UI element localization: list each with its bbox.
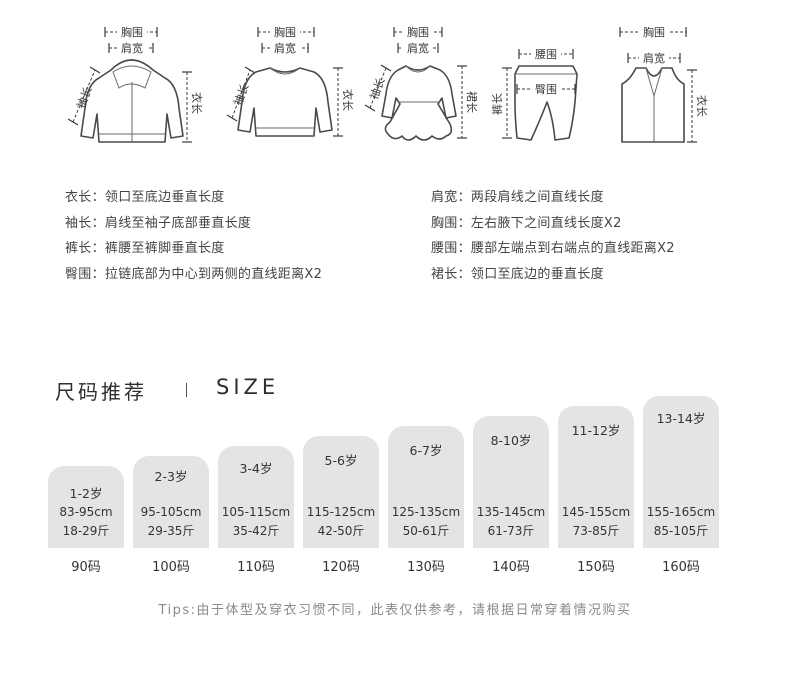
shoulder-label: 肩宽 [274,41,296,55]
hip-label: 臀围 [535,83,557,96]
chest-label: 胸围 [407,25,429,39]
shoulder-label: 肩宽 [643,51,665,65]
length-label: 衣长 [190,92,204,114]
size-age: 5-6岁 [324,453,358,468]
size-code: 160码 [662,560,700,575]
sweater-diagram: 胸围 肩宽 袖长 衣长 [222,18,355,153]
size-card: 2-3岁 95-105cm 29-35斤 [133,456,209,548]
size-weight: 61-73斤 [487,524,535,538]
size-weight: 18-29斤 [62,524,110,538]
size-height: 105-115cm [221,505,291,519]
size-weight: 85-105斤 [653,524,709,538]
size-title-en: SIZE [216,375,280,399]
size-height: 125-135cm [391,505,461,519]
chest-label: 胸围 [643,25,665,39]
shoulder-label: 肩宽 [121,41,143,55]
length-label: 裤长 [490,93,504,115]
definitions-right: 肩宽：两段肩线之间直线长度 胸围：左右腋下之间直线长度X2 腰围：腰部左端点到右… [431,185,675,287]
size-weight: 73-85斤 [572,524,620,538]
title-separator [186,383,187,397]
chest-label: 胸围 [274,25,296,39]
dress-diagram: 胸围 肩宽 袖长 裙长 [362,18,487,153]
size-code: 130码 [407,560,445,575]
definition-item: 袖长：肩线至袖子底部垂直长度 [65,215,252,231]
size-code: 90码 [71,560,101,575]
size-age: 6-7岁 [409,443,443,458]
definitions-left: 衣长：领口至底边垂直长度 袖长：肩线至袖子底部垂直长度 裤长：裤腰至裤脚垂直长度… [65,185,322,287]
size-card: 8-10岁 135-145cm 61-73斤 [473,416,549,548]
size-weight: 42-50斤 [317,524,365,538]
jacket-diagram: 胸围 肩宽 袖长 衣长 [65,18,205,153]
size-weight: 35-42斤 [232,524,280,538]
size-height: 145-155cm [561,505,631,519]
size-age: 1-2岁 [69,486,103,501]
size-code: 120码 [322,560,360,575]
size-height: 83-95cm [59,505,113,519]
vest-diagram: 胸围 肩宽 衣长 [606,18,716,153]
definition-item: 胸围：左右腋下之间直线长度X2 [431,215,622,231]
size-card: 1-2岁 83-95cm 18-29斤 [48,466,124,548]
size-card: 13-14岁 155-165cm 85-105斤 [643,396,719,548]
definition-item: 衣长：领口至底边垂直长度 [65,190,225,205]
waist-label: 腰围 [535,48,557,61]
tips-text: Tips:由于体型及穿衣习惯不同，此表仅供参考，请根据日常穿着情况购买 [158,603,632,618]
length-label: 衣长 [695,95,709,117]
size-card: 3-4岁 105-115cm 35-42斤 [218,446,294,548]
definition-item: 腰围：腰部左端点到右端点的直线距离X2 [431,241,675,256]
definition-item: 裙长：领口至底边的垂直长度 [431,266,604,282]
definition-item: 裤长：裤腰至裤脚垂直长度 [65,241,225,256]
definition-item: 肩宽：两段肩线之间直线长度 [431,190,604,205]
chest-label: 胸围 [121,25,143,39]
size-age: 8-10岁 [490,433,532,448]
size-code: 140码 [492,560,530,575]
size-age: 3-4岁 [239,461,273,476]
length-label: 衣长 [341,89,355,111]
size-weight: 29-35斤 [147,524,195,538]
size-height: 115-125cm [306,505,376,519]
size-card: 6-7岁 125-135cm 50-61斤 [388,426,464,548]
size-code: 100码 [152,560,190,575]
size-age: 13-14岁 [656,411,706,426]
size-age: 2-3岁 [154,469,188,484]
size-title-cn: 尺码推荐 [55,380,147,404]
size-weight: 50-61斤 [402,524,450,538]
pants-diagram: 腰围 臀围 裤长 [490,18,605,153]
size-height: 95-105cm [140,505,202,519]
size-code: 110码 [237,560,275,575]
sleeve-label: 袖长 [367,76,388,101]
length-label: 裙长 [465,91,478,113]
size-card: 11-12岁 145-155cm 73-85斤 [558,406,634,548]
size-height: 155-165cm [646,505,716,519]
size-age: 11-12岁 [571,423,621,438]
size-height: 135-145cm [476,505,546,519]
shoulder-label: 肩宽 [407,41,429,55]
size-code: 150码 [577,560,615,575]
definition-item: 臀围：拉链底部为中心到两侧的直线距离X2 [65,266,323,282]
size-card: 5-6岁 115-125cm 42-50斤 [303,436,379,548]
